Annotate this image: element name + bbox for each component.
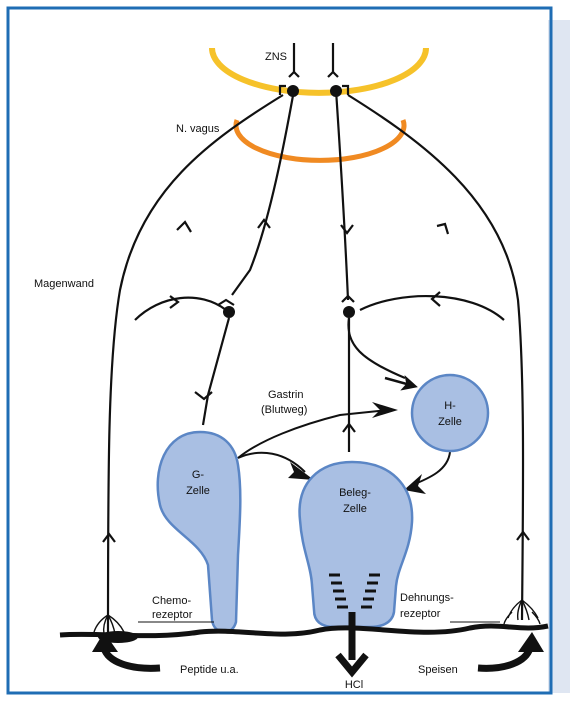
neuron-dot-zns-right — [330, 85, 342, 97]
neuron-dot-zns-left — [287, 85, 299, 97]
vagus-ring — [236, 120, 404, 160]
gastrin-label-line1: Gastrin — [268, 389, 303, 401]
g-cell-label-line2: Zelle — [186, 485, 210, 497]
zns-label: ZNS — [265, 51, 287, 63]
dehnungs-label-line2: rezeptor — [400, 608, 441, 620]
h-cell — [412, 375, 488, 451]
speisen-label: Speisen — [418, 664, 458, 676]
peptide-label: Peptide u.a. — [180, 664, 239, 676]
vagus-label: N. vagus — [176, 123, 220, 135]
g-cell-label-line1: G- — [192, 469, 205, 481]
gastrin-arrow-head — [372, 402, 398, 418]
g-to-beleg-arrow — [288, 462, 314, 480]
magenwand-label: Magenwand — [34, 278, 94, 290]
beleg-label-line1: Beleg- — [339, 487, 371, 499]
h-cell-label-line2: Zelle — [438, 416, 462, 428]
h-cell-label-line1: H- — [444, 400, 456, 412]
neuron-dot-wall-right — [343, 306, 355, 318]
vagal-efferents — [232, 90, 353, 300]
vagus-to-h-arrow — [385, 378, 414, 386]
beleg-label-line2: Zelle — [343, 503, 367, 515]
neuron-dot-wall-left — [223, 306, 235, 318]
cell-fibers — [203, 318, 405, 452]
zns-ring — [212, 48, 426, 93]
gastrin-label-line2: (Blutweg) — [261, 404, 307, 416]
chemo-label-line2: rezeptor — [152, 609, 193, 621]
gastrin-path — [238, 410, 388, 458]
outer-frame — [8, 8, 551, 693]
speisen-arrow-head — [518, 632, 544, 652]
dehnungs-label-line1: Dehnungs- — [400, 592, 454, 604]
chemo-label-line1: Chemo- — [152, 595, 191, 607]
hcl-label: HCl — [345, 679, 363, 691]
